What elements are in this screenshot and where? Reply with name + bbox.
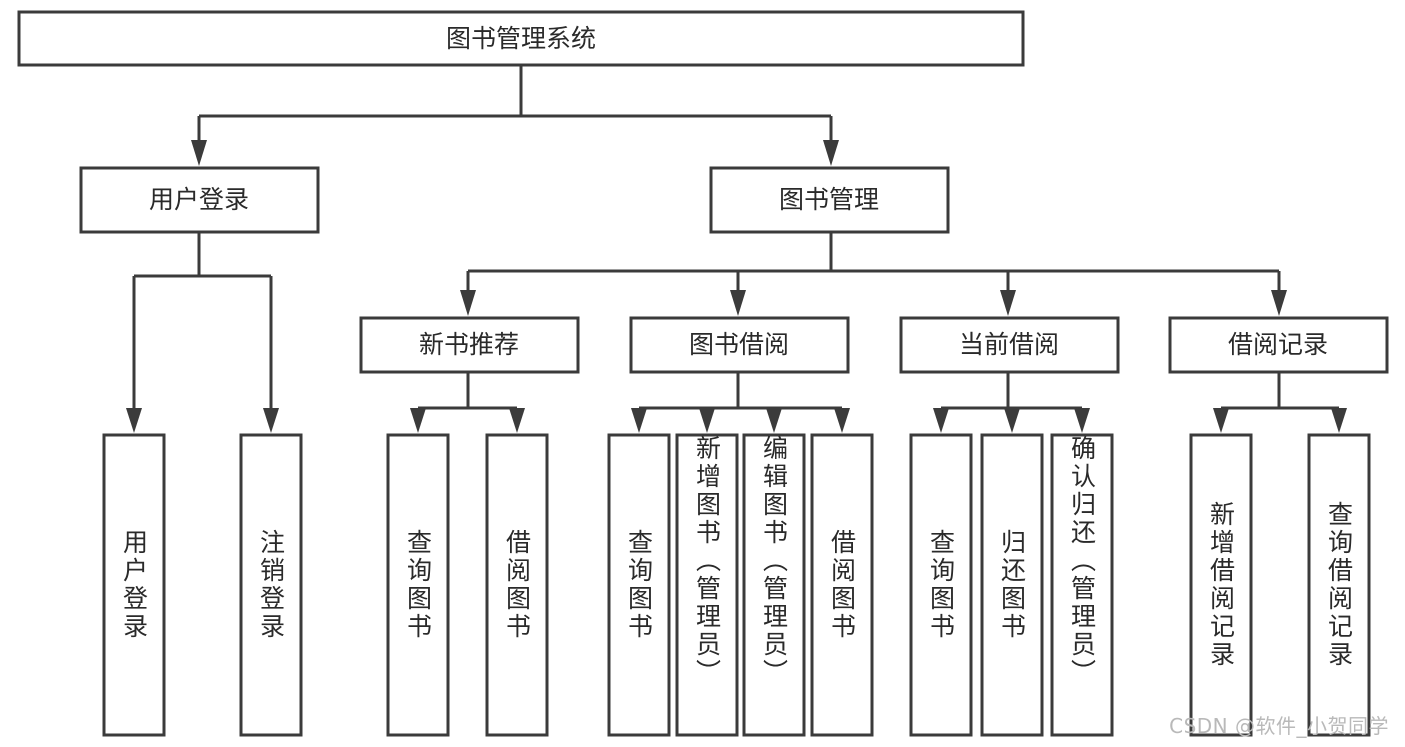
arrow-head-leaf-query-book-3 <box>933 408 949 433</box>
arrow-head-leaf-confirm-return <box>1074 408 1090 433</box>
node-book-manage-label: 图书管理 <box>779 185 879 214</box>
node-new-book-rec-label: 新书推荐 <box>419 330 519 359</box>
leaf-box-user-login[interactable] <box>102 433 166 737</box>
leaf-box-user-logout[interactable] <box>239 433 303 737</box>
connector-group-borrow-record <box>1213 372 1347 433</box>
leaf-box-confirm-return[interactable] <box>1050 433 1114 737</box>
node-current-borrow-box[interactable] <box>899 316 1120 374</box>
arrow-head-leaf-borrow-book-2 <box>834 408 850 433</box>
node-new-book-rec-box[interactable] <box>359 316 580 374</box>
node-book-manage[interactable]: 图书管理 <box>709 166 950 234</box>
node-user-login-label: 用户登录 <box>149 185 249 214</box>
arrow-head-borrow-record <box>1271 290 1287 316</box>
arrow-head-leaf-add-book <box>699 408 715 433</box>
leaf-box-query-book-1[interactable] <box>386 433 450 737</box>
node-borrow-record-box[interactable] <box>1168 316 1389 374</box>
arrow-head-leaf-query-book-2 <box>631 408 647 433</box>
node-current-borrow[interactable]: 当前借阅 <box>899 316 1120 374</box>
node-book-manage-box[interactable] <box>709 166 950 234</box>
node-current-borrow-label: 当前借阅 <box>959 330 1059 359</box>
connector-group-book-manage <box>460 232 1287 316</box>
arrow-head-new-book-rec <box>460 290 476 316</box>
connector-group-root <box>191 65 839 166</box>
arrow-head-leaf-borrow-book-1 <box>509 408 525 433</box>
leaf-box-borrow-book-2[interactable] <box>810 433 874 737</box>
arrow-head-leaf-user-login <box>126 408 142 433</box>
node-root-box[interactable] <box>17 10 1025 67</box>
leaf-box-add-book[interactable] <box>675 433 739 737</box>
leaf-box-query-record[interactable] <box>1307 433 1371 737</box>
leaf-box-add-record[interactable] <box>1189 433 1253 737</box>
connector-group-book-borrow <box>631 372 850 433</box>
arrow-head-leaf-edit-book <box>766 408 782 433</box>
arrow-head-leaf-add-record <box>1213 408 1229 433</box>
leaf-box-return-book[interactable] <box>980 433 1044 737</box>
node-book-borrow-label: 图书借阅 <box>689 330 789 359</box>
arrow-head-book-manage <box>823 140 839 166</box>
connector-group-new-book-rec <box>410 372 525 433</box>
node-book-borrow-box[interactable] <box>629 316 850 374</box>
arrow-head-current-borrow <box>1000 290 1016 316</box>
watermark-text: CSDN @软件_小贺同学 <box>1169 714 1389 738</box>
arrow-head-leaf-query-record <box>1331 408 1347 433</box>
arrow-head-user-login <box>191 140 207 166</box>
node-user-login[interactable]: 用户登录 <box>79 166 320 234</box>
node-user-login-box[interactable] <box>79 166 320 234</box>
leaf-box-query-book-3[interactable] <box>909 433 973 737</box>
node-book-borrow[interactable]: 图书借阅 <box>629 316 850 374</box>
arrow-head-book-borrow <box>730 290 746 316</box>
leaf-box-query-book-2[interactable] <box>607 433 671 737</box>
node-root[interactable]: 图书管理系统 <box>17 10 1025 67</box>
node-new-book-rec[interactable]: 新书推荐 <box>359 316 580 374</box>
leaf-box-edit-book[interactable] <box>742 433 806 737</box>
node-borrow-record-label: 借阅记录 <box>1228 330 1328 359</box>
connector-group-current-borrow <box>933 372 1090 433</box>
arrow-head-leaf-user-logout <box>263 408 279 433</box>
leaf-boxes <box>102 433 1371 737</box>
arrow-head-leaf-return-book <box>1004 408 1020 433</box>
node-borrow-record[interactable]: 借阅记录 <box>1168 316 1389 374</box>
leaf-box-borrow-book-1[interactable] <box>485 433 549 737</box>
connector-group-user-login <box>126 232 279 433</box>
node-root-label: 图书管理系统 <box>446 24 596 53</box>
arrow-head-leaf-query-book-1 <box>410 408 426 433</box>
